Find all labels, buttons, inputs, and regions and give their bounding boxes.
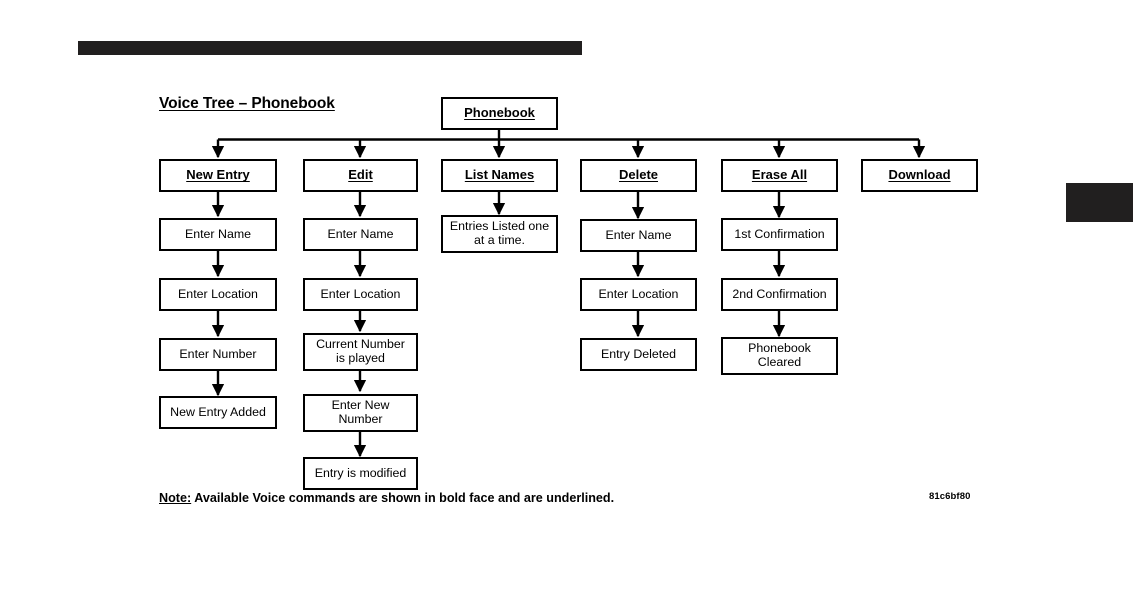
node-label: Download [888, 167, 951, 183]
node-new-entry-enter-name[interactable]: Enter Name [159, 218, 277, 251]
node-list-names[interactable]: List Names [441, 159, 558, 192]
node-edit-entry-modified[interactable]: Entry is modified [303, 457, 418, 490]
node-delete-enter-name[interactable]: Enter Name [580, 219, 697, 252]
node-label: Delete [618, 167, 659, 183]
node-download[interactable]: Download [861, 159, 978, 192]
node-delete[interactable]: Delete [580, 159, 697, 192]
node-label: List Names [464, 167, 535, 183]
node-label: Enter Name [605, 227, 672, 242]
node-label: Edit [348, 167, 373, 183]
note-line: Note: Available Voice commands are shown… [159, 491, 614, 505]
note-lead: Note: [159, 491, 192, 505]
figure-code: 81c6bf80 [929, 491, 971, 502]
node-new-entry-enter-location[interactable]: Enter Location [159, 278, 277, 311]
node-label: Enter Number [179, 346, 257, 361]
node-delete-enter-location[interactable]: Enter Location [580, 278, 697, 311]
node-label: New Entry Added [170, 404, 266, 419]
node-erase-all[interactable]: Erase All [721, 159, 838, 192]
page-title: Voice Tree – Phonebook [159, 95, 335, 112]
node-label: Phonebook [464, 105, 535, 121]
node-edit[interactable]: Edit [303, 159, 418, 192]
node-label: Entry Deleted [600, 346, 677, 361]
node-new-entry[interactable]: New Entry [159, 159, 277, 192]
node-new-entry-enter-number[interactable]: Enter Number [159, 338, 277, 371]
node-phonebook[interactable]: Phonebook [441, 97, 558, 130]
node-new-entry-added[interactable]: New Entry Added [159, 396, 277, 429]
node-erase-all-2nd-confirmation[interactable]: 2nd Confirmation [721, 278, 838, 311]
node-label: Enter Location [320, 286, 401, 301]
node-label: New Entry [186, 167, 250, 183]
node-label: Entry is modified [314, 465, 407, 480]
node-edit-enter-name[interactable]: Enter Name [303, 218, 418, 251]
node-label: Enter Name [327, 226, 394, 241]
note-text: Available Voice commands are shown in bo… [191, 491, 615, 505]
page-edge-tab-marker [1066, 183, 1133, 222]
node-label: Enter Name [184, 226, 252, 241]
node-edit-enter-location[interactable]: Enter Location [303, 278, 418, 311]
node-erase-all-1st-confirmation[interactable]: 1st Confirmation [721, 218, 838, 251]
node-label: Enter Location [598, 286, 679, 301]
node-label: 2nd Confirmation [732, 286, 827, 301]
node-label: 1st Confirmation [734, 226, 825, 241]
page-header-bar [78, 41, 582, 55]
node-delete-entry-deleted[interactable]: Entry Deleted [580, 338, 697, 371]
node-label: Enter Location [178, 286, 258, 301]
node-label: Erase All [751, 167, 808, 183]
